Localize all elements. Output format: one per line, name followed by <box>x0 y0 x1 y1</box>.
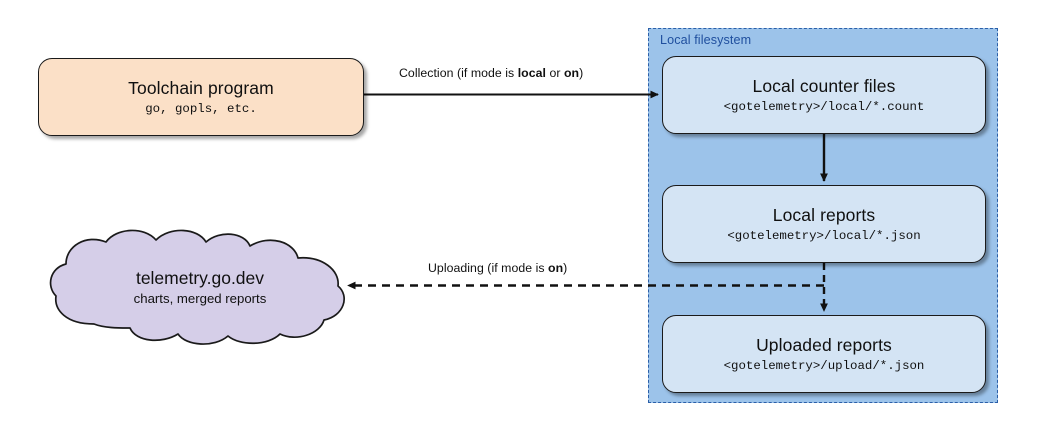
toolchain-program-node[interactable]: Toolchain program go, gopls, etc. <box>38 58 364 136</box>
toolchain-program-title: Toolchain program <box>128 78 274 99</box>
collection-label-prefix: Collection (if mode is <box>399 66 518 80</box>
collection-label-middle: or <box>545 66 564 80</box>
collection-edge-label: Collection (if mode is local or on) <box>399 66 583 80</box>
uploaded-reports-title: Uploaded reports <box>756 335 892 356</box>
uploading-label-prefix: Uploading (if mode is <box>428 261 549 275</box>
collection-label-suffix: ) <box>579 66 584 80</box>
uploading-label-suffix: ) <box>563 261 568 275</box>
uploading-edge-label: Uploading (if mode is on) <box>428 261 567 275</box>
cloud-shape-icon <box>49 229 345 345</box>
local-reports-node[interactable]: Local reports <gotelemetry>/local/*.json <box>662 185 986 263</box>
local-reports-path: <gotelemetry>/local/*.json <box>727 228 921 243</box>
collection-label-mode-on: on <box>563 66 580 80</box>
collection-label-mode-local: local <box>517 66 546 80</box>
toolchain-program-subtitle: go, gopls, etc. <box>145 101 257 116</box>
uploaded-reports-path: <gotelemetry>/upload/*.json <box>723 358 925 373</box>
local-filesystem-label: Local filesystem <box>660 33 752 47</box>
local-reports-title: Local reports <box>772 205 876 226</box>
local-counter-files-title: Local counter files <box>752 76 896 97</box>
uploading-label-mode-on: on <box>548 261 564 275</box>
uploaded-reports-node[interactable]: Uploaded reports <gotelemetry>/upload/*.… <box>662 315 986 393</box>
local-counter-files-path: <gotelemetry>/local/*.count <box>723 99 925 114</box>
local-counter-files-node[interactable]: Local counter files <gotelemetry>/local/… <box>662 56 986 134</box>
telemetry-cloud-node[interactable]: telemetry.go.dev charts, merged reports <box>48 228 352 346</box>
